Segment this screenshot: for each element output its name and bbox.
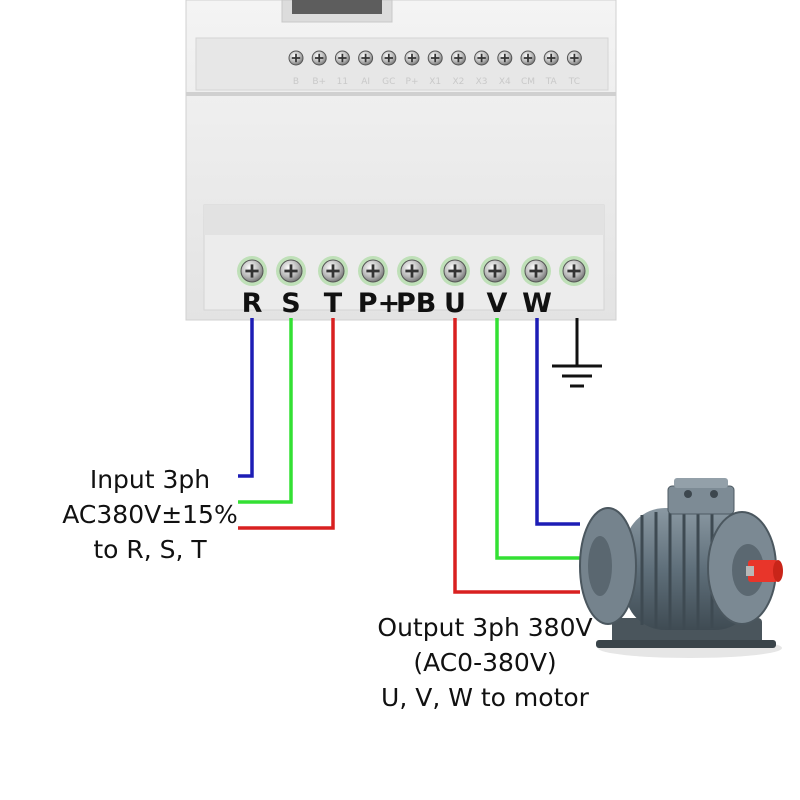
inverter-casing <box>185 0 617 321</box>
terminal-label-r: R <box>241 288 263 319</box>
control-terminal-screw <box>381 50 397 66</box>
control-terminal-screw <box>566 50 582 66</box>
control-terminal-screw <box>311 50 327 66</box>
control-terminal-label: P+ <box>406 77 419 87</box>
control-terminal-label: X3 <box>476 77 488 87</box>
output-label-line-1: Output 3ph 380V <box>377 613 593 642</box>
power-terminal-screw <box>562 259 586 283</box>
motor-image <box>579 478 783 658</box>
control-terminal-label: 11 <box>337 77 348 87</box>
power-terminal-block <box>237 256 589 286</box>
control-terminal-label: CM <box>521 77 535 87</box>
power-terminal-screw <box>361 259 385 283</box>
control-terminal-screw <box>288 50 304 66</box>
control-terminal-screw <box>543 50 559 66</box>
terminal-label-t: T <box>323 288 343 319</box>
control-terminal-label: TC <box>568 77 580 87</box>
terminal-label-v: V <box>486 288 508 319</box>
control-terminal-label: B <box>293 77 299 87</box>
power-terminal-screw <box>524 259 548 283</box>
control-terminal-screw <box>450 50 466 66</box>
power-terminal-screw <box>240 259 264 283</box>
control-terminal-screw <box>474 50 490 66</box>
output-label: Output 3ph 380V (AC0-380V) U, V, W to mo… <box>350 610 620 715</box>
input-wires <box>238 318 335 530</box>
terminal-label-u: U <box>444 288 466 319</box>
input-label-line-2: AC380V±15% <box>62 500 238 529</box>
control-terminal-screw <box>358 50 374 66</box>
control-terminal-screw <box>404 50 420 66</box>
control-terminal-label: X2 <box>452 77 464 87</box>
terminal-label-w: W <box>522 288 552 319</box>
control-terminal-label: B+ <box>312 77 326 87</box>
control-terminal-screw <box>427 50 443 66</box>
control-terminal-label: TA <box>545 77 558 87</box>
power-terminal-screw <box>279 259 303 283</box>
control-terminal-screw <box>334 50 350 66</box>
ground-symbol <box>552 318 602 388</box>
wire-r <box>238 318 254 478</box>
wire-t <box>238 318 335 530</box>
terminal-label-s: S <box>281 288 301 319</box>
output-wires <box>453 318 580 594</box>
power-terminal-screw <box>321 259 345 283</box>
power-terminal-screw <box>483 259 507 283</box>
control-terminal-label: GC <box>382 77 395 87</box>
power-terminal-screw <box>443 259 467 283</box>
terminal-label-p-plus: P+ <box>357 288 401 319</box>
wire-u <box>453 318 580 594</box>
control-terminal-screw <box>520 50 536 66</box>
input-label: Input 3ph AC380V±15% to R, S, T <box>40 462 260 567</box>
wire-w <box>535 318 580 526</box>
control-terminal-label: X1 <box>429 77 441 87</box>
input-label-line-1: Input 3ph <box>89 465 211 494</box>
wire-s <box>238 318 293 504</box>
output-label-line-2: (AC0-380V) <box>413 648 557 677</box>
terminal-label-pb: PB <box>396 288 437 319</box>
wire-v <box>495 318 580 560</box>
input-label-line-3: to R, S, T <box>93 535 207 564</box>
control-terminal-block: B B+ 11 AI GC P+ X1 X2 X3 X4 CM TA TC <box>288 50 582 87</box>
power-terminal-screw <box>400 259 424 283</box>
control-terminal-screw <box>497 50 513 66</box>
output-label-line-3: U, V, W to motor <box>381 683 589 712</box>
control-terminal-label: X4 <box>499 77 511 87</box>
control-terminal-label: AI <box>361 77 370 87</box>
